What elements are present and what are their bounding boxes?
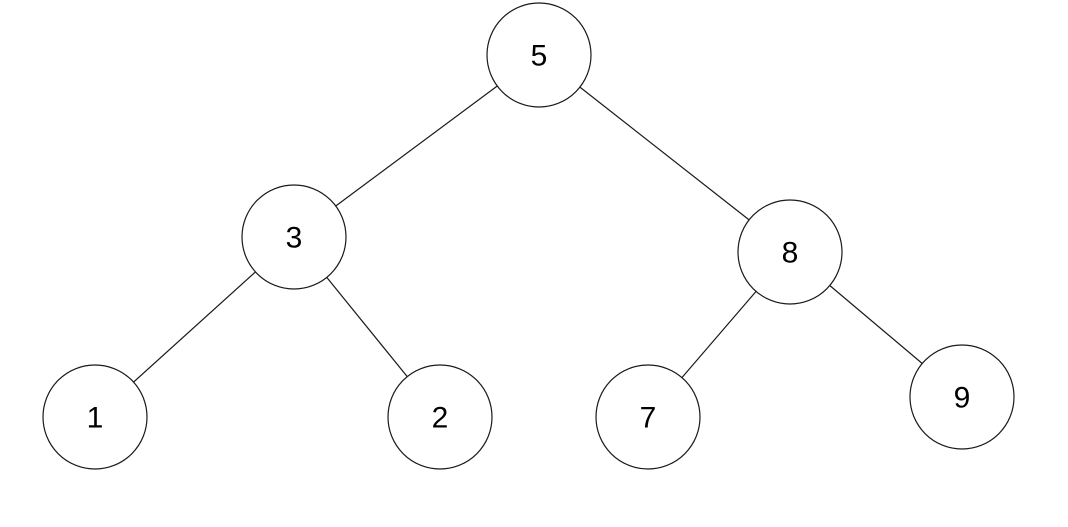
- node-circle-9[interactable]: [909, 344, 1015, 450]
- node-layer: 5 3 8 1 2 7 9: [42, 2, 1015, 470]
- tree-node-8[interactable]: 8: [737, 199, 843, 305]
- node-circle-5[interactable]: [486, 2, 592, 108]
- tree-node-3[interactable]: 3: [241, 184, 347, 290]
- tree-edge-5-8: [579, 86, 750, 221]
- node-label-9: 9: [954, 382, 971, 415]
- tree-node-2[interactable]: 2: [387, 364, 493, 470]
- node-label-3: 3: [286, 222, 303, 255]
- tree-node-1[interactable]: 1: [42, 364, 148, 470]
- node-label-8: 8: [782, 237, 799, 270]
- edge-layer: [132, 85, 923, 383]
- tree-edge-3-1: [132, 271, 257, 383]
- tree-edge-5-3: [335, 85, 498, 207]
- node-label-1: 1: [87, 402, 104, 435]
- tree-edge-3-2: [326, 276, 408, 378]
- node-circle-1[interactable]: [42, 364, 148, 470]
- node-circle-3[interactable]: [241, 184, 347, 290]
- tree-node-5[interactable]: 5: [486, 2, 592, 108]
- tree-node-7[interactable]: 7: [595, 364, 701, 470]
- node-label-2: 2: [432, 402, 449, 435]
- tree-edge-8-7: [681, 290, 757, 379]
- tree-edge-8-9: [829, 284, 923, 365]
- node-label-7: 7: [640, 402, 657, 435]
- node-circle-2[interactable]: [387, 364, 493, 470]
- node-circle-8[interactable]: [737, 199, 843, 305]
- tree-node-9[interactable]: 9: [909, 344, 1015, 450]
- node-label-5: 5: [531, 40, 548, 73]
- node-circle-7[interactable]: [595, 364, 701, 470]
